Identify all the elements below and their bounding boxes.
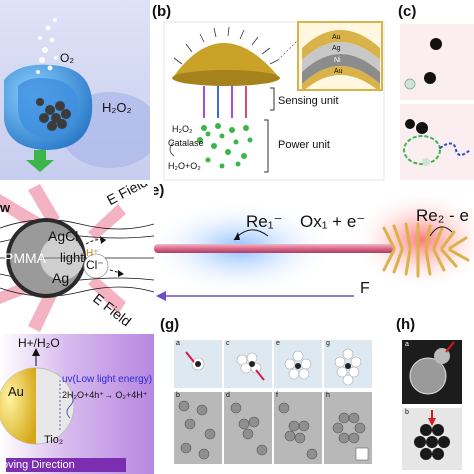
tio2-label: Tio₂ <box>44 434 64 446</box>
sensing-unit-label: Sensing unit <box>278 95 339 107</box>
g-sub-f: f <box>276 392 278 399</box>
uv-label: uv(Low light energy) <box>62 374 153 385</box>
panel-d-illustration <box>0 184 154 332</box>
panel-e-label: (e) <box>154 184 165 199</box>
ag-label: Ag <box>52 270 70 286</box>
panel-h: (h) a b <box>392 314 474 474</box>
panel-g: (g) a c e g b d f <box>160 314 380 474</box>
panel-h-label: (h) <box>396 316 416 333</box>
layer-ag: Ag <box>332 45 341 52</box>
light-label: light <box>60 250 84 265</box>
panel-a-illustration <box>0 0 150 180</box>
g-sub-e: e <box>276 340 280 347</box>
h-ion-label: H⁺ <box>86 248 99 259</box>
panel-a: O₂ H₂O₂ <box>0 0 150 180</box>
layer-au-top: Au <box>332 34 341 41</box>
force-label: F <box>360 280 370 297</box>
g-sub-a: a <box>176 340 180 347</box>
panel-b-label: (b) <box>152 3 172 20</box>
moving-direction-label: oving Direction <box>2 459 75 471</box>
au-label: Au <box>8 384 24 399</box>
panel-c: (c) <box>396 0 474 182</box>
h2o2-label: H₂O₂ <box>102 100 132 115</box>
g-sub-g: g <box>326 340 330 347</box>
g-sub-c: c <box>226 340 230 347</box>
reaction-eq-label: 2H₂O+4h⁺→ O₂+4H⁺ <box>62 390 148 400</box>
panel-e-illustration <box>154 190 474 301</box>
panel-b-illustration <box>163 21 385 181</box>
panel-g-label: (g) <box>160 316 180 333</box>
g-sub-h: h <box>326 392 330 399</box>
reaction-products: H₂O+O₂ <box>168 161 201 171</box>
w-label: w <box>0 200 11 215</box>
agcl-label: AgCl <box>48 228 79 244</box>
pmma-label: PMMA <box>4 250 46 266</box>
panel-b: (b) Au Ag Ni Au Sensing unit Power unit … <box>152 0 392 182</box>
panel-c-label: (c) <box>398 3 417 20</box>
power-unit-label: Power unit <box>278 139 330 151</box>
g-sub-d: d <box>226 392 230 399</box>
cl-ion-label: Cl⁻ <box>86 258 104 272</box>
panel-e: (e) Re₁⁻ Ox₁ + e⁻ Re₂ - e F <box>154 184 474 308</box>
panel-h-micrographs <box>402 340 474 470</box>
h-sub-b: b <box>405 409 409 416</box>
ox1-label: Ox₁ + e⁻ <box>300 212 366 231</box>
panel-f-illustration <box>0 334 154 474</box>
panel-d: w E Field E Field AgCl PMMA light Ag H⁺ … <box>0 184 154 332</box>
panel-g-micrographs <box>174 340 372 464</box>
layer-au-bottom: Au <box>334 68 343 75</box>
layer-ni: Ni <box>334 57 341 64</box>
h-sub-a: a <box>405 341 409 348</box>
re1-label: Re₁⁻ <box>246 212 283 231</box>
g-sub-b: b <box>176 392 180 399</box>
o2-label: O₂ <box>60 51 74 65</box>
h-h2o-label: H+/H₂O <box>18 336 60 350</box>
re2-label: Re₂ - e <box>416 206 469 225</box>
panel-c-illustration <box>400 24 474 180</box>
reaction-h2o2: H₂O₂ <box>172 124 193 134</box>
panel-f: H+/H₂O Au Tio₂ uv(Low light energy) 2H₂O… <box>0 334 154 474</box>
reaction-catalase: Catalase <box>168 138 204 148</box>
